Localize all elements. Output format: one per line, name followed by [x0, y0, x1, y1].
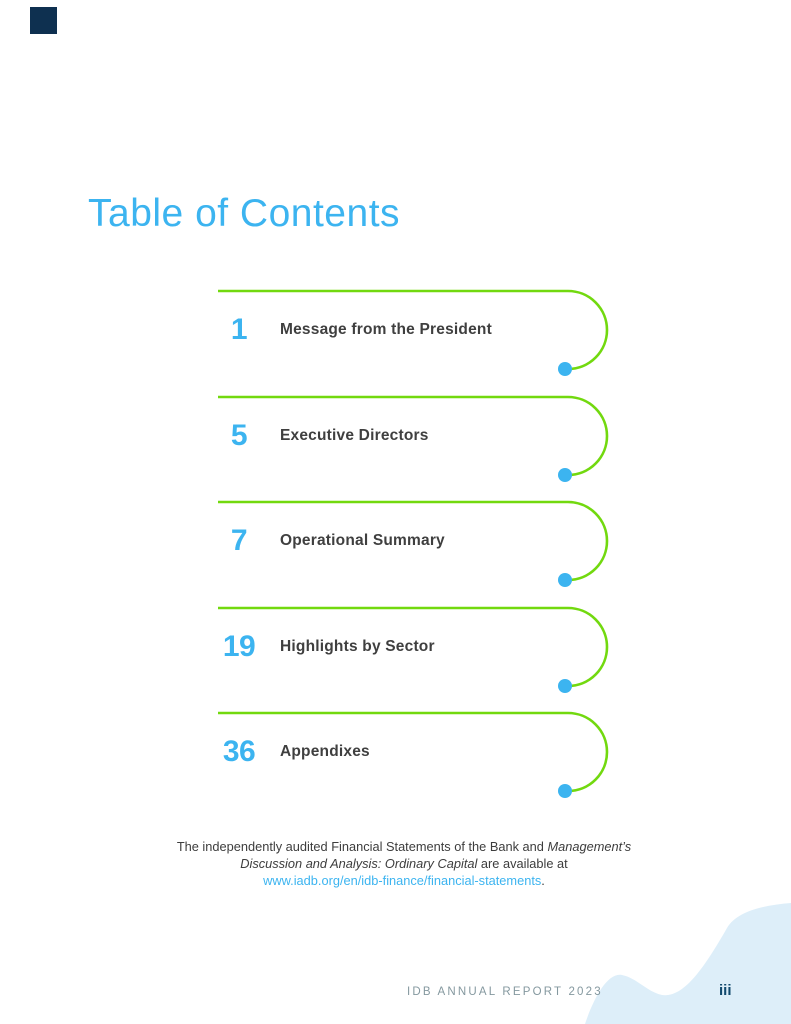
toc-curve-decoration: [218, 606, 609, 693]
toc-curve-decoration: [218, 289, 609, 376]
toc-list: 1 Message from the President 5 Executive…: [218, 289, 618, 817]
toc-item[interactable]: 19 Highlights by Sector: [218, 606, 618, 712]
toc-entry-label: Highlights by Sector: [280, 637, 435, 655]
wave-decoration: [585, 903, 791, 1024]
dot-icon: [558, 362, 572, 376]
toc-page-number: 36: [222, 735, 256, 768]
toc-page-number: 19: [222, 629, 256, 663]
page-title: Table of Contents: [88, 192, 401, 235]
toc-item[interactable]: 7 Operational Summary: [218, 500, 618, 606]
toc-item[interactable]: 1 Message from the President: [218, 289, 618, 395]
toc-page-number: 1: [230, 313, 248, 346]
toc-curve-decoration: [218, 711, 609, 798]
dot-icon: [558, 467, 572, 482]
footnote-italic: Management’s: [547, 839, 632, 854]
footnote-text: are available at: [477, 856, 568, 871]
toc-item[interactable]: 5 Executive Directors: [218, 395, 618, 501]
corner-mark: [30, 7, 57, 34]
toc-curve-decoration: [218, 500, 609, 587]
toc-entry-label: Executive Directors: [280, 426, 429, 444]
page-number: iii: [719, 982, 732, 999]
report-title-footer: IDB ANNUAL REPORT 2023: [407, 986, 603, 998]
footnote-italic: Discussion and Analysis: Ordinary Capita…: [240, 856, 478, 871]
toc-page-number: 7: [230, 524, 248, 557]
toc-item[interactable]: 36 Appendixes: [218, 711, 618, 817]
footnote-text: The independently audited Financial Stat…: [176, 839, 548, 854]
footnote-text: .: [541, 873, 545, 888]
dot-icon: [558, 678, 572, 693]
toc-curve-decoration: [218, 395, 609, 482]
toc-page-number: 5: [230, 418, 248, 452]
toc-entry-label: Message from the President: [280, 321, 492, 338]
footnote: The independently audited Financial Stat…: [90, 838, 718, 889]
toc-entry-label: Operational Summary: [280, 532, 445, 549]
dot-icon: [558, 573, 572, 587]
toc-entry-label: Appendixes: [280, 743, 370, 760]
financial-statements-link[interactable]: www.iadb.org/en/idb-finance/financial-st…: [263, 873, 542, 888]
dot-icon: [558, 784, 572, 798]
